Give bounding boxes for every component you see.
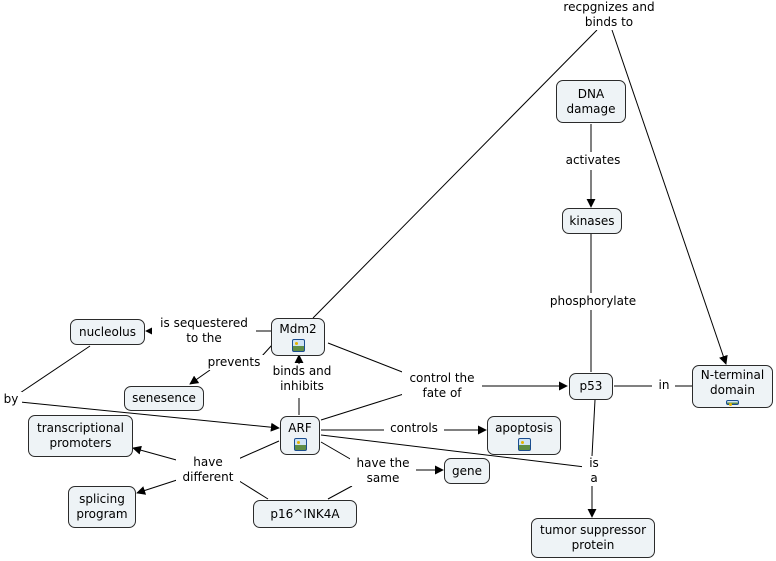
edge-nucleolus-by <box>19 345 91 394</box>
link-control-the-fate-of: control the fate of <box>402 371 482 401</box>
node-arf[interactable]: ARF <box>280 416 320 455</box>
node-p53-label: p53 <box>579 379 603 393</box>
edge-arf-different <box>235 440 280 461</box>
edge-mdm2-control <box>327 342 411 376</box>
node-dna-damage[interactable]: DNA damage <box>556 80 626 123</box>
link-phosphorylate: phosphorylate <box>544 294 642 309</box>
node-p16[interactable]: p16^INK4A <box>253 500 357 528</box>
edge-mdm2-prevents <box>261 344 273 357</box>
node-splicing-program-label: splicing program <box>76 492 128 521</box>
node-kinases-label: kinases <box>569 213 615 228</box>
edge-p53-isa <box>591 399 596 457</box>
edge-mdm2-recognizes <box>312 29 598 319</box>
node-p16-label: p16^INK4A <box>270 506 340 521</box>
image-icon[interactable] <box>517 437 531 451</box>
link-activates: activates <box>558 153 628 168</box>
edge-p16-different <box>235 478 269 500</box>
node-tumor-suppressor-protein-label: tumor suppressor protein <box>539 523 646 552</box>
image-icon[interactable] <box>293 437 307 451</box>
node-kinases[interactable]: kinases <box>562 208 622 234</box>
node-transcriptional-promoters[interactable]: transcriptional promoters <box>28 415 133 457</box>
node-nucleolus-label: nucleolus <box>78 324 137 339</box>
edge-by-arf <box>19 401 280 432</box>
link-have-different: have different <box>176 455 240 485</box>
link-recognizes-and-binds-to: recpgnizes and binds to <box>556 0 662 30</box>
node-mdm2[interactable]: Mdm2 <box>271 318 325 356</box>
node-senesence-label: senesence <box>132 391 196 405</box>
edge-recognizes-nterminal <box>611 29 728 365</box>
link-is-a: is a <box>582 456 606 486</box>
node-dna-damage-label: DNA damage <box>566 86 616 116</box>
edge-different-transcriptional <box>132 445 181 462</box>
node-p53[interactable]: p53 <box>569 373 613 400</box>
node-transcriptional-promoters-label: transcriptional promoters <box>36 421 124 450</box>
node-arf-label: ARF <box>288 420 312 435</box>
image-icon[interactable] <box>291 339 305 352</box>
node-nucleolus[interactable]: nucleolus <box>70 319 145 345</box>
edge-different-splicing <box>136 478 181 495</box>
link-prevents: prevents <box>202 355 266 370</box>
edge-arf-isa <box>320 434 586 468</box>
link-controls: controls <box>384 421 444 436</box>
link-is-sequestered-to-the: is sequestered to the <box>152 316 256 346</box>
edge-p16-same <box>327 485 353 500</box>
edge-arf-control <box>320 391 411 421</box>
node-splicing-program[interactable]: splicing program <box>68 486 136 528</box>
edge-prevents-senesence <box>189 369 211 385</box>
node-n-terminal-domain[interactable]: N-terminal domain <box>692 365 773 408</box>
node-n-terminal-domain-label: N-terminal domain <box>700 368 765 397</box>
edge-arf-same <box>320 441 353 461</box>
node-gene[interactable]: gene <box>444 458 490 484</box>
link-binds-and-inhibits: binds and inhibits <box>266 364 338 394</box>
node-apoptosis[interactable]: apoptosis <box>487 416 561 455</box>
node-apoptosis-label: apoptosis <box>495 420 553 435</box>
link-by: by <box>0 392 22 407</box>
link-have-the-same: have the same <box>350 456 416 486</box>
link-in: in <box>653 378 675 393</box>
node-mdm2-label: Mdm2 <box>279 322 317 336</box>
node-gene-label: gene <box>452 463 482 478</box>
node-senesence[interactable]: senesence <box>124 386 204 411</box>
image-icon[interactable] <box>726 400 739 406</box>
node-tumor-suppressor-protein[interactable]: tumor suppressor protein <box>531 518 655 558</box>
